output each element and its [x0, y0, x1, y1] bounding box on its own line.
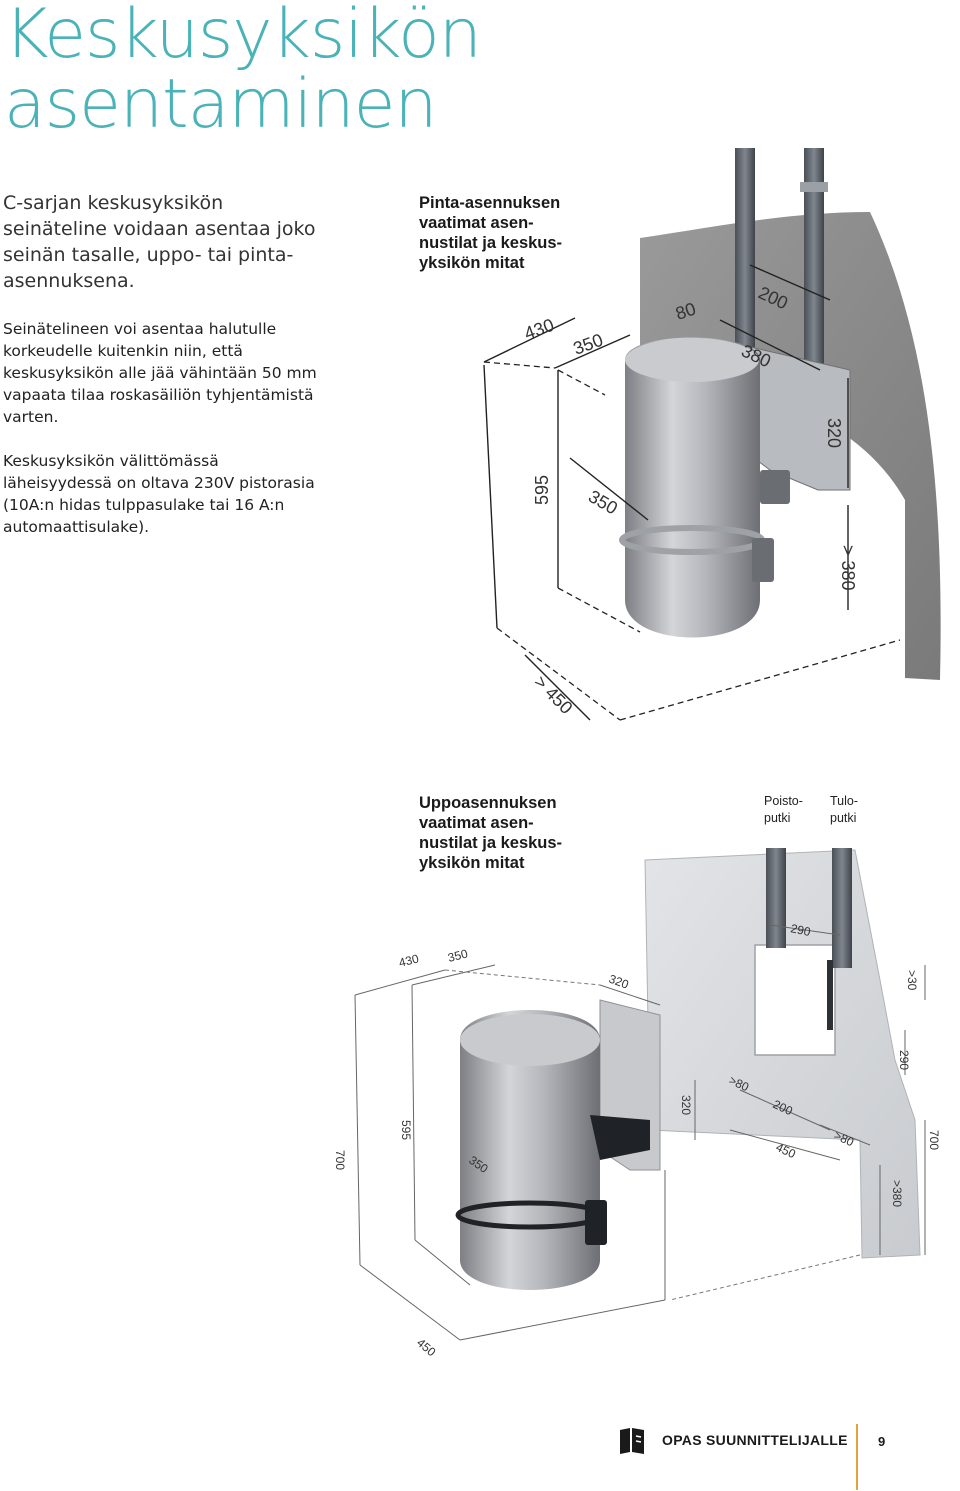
book-logo-icon	[620, 1428, 644, 1454]
rec-dim-595: 595	[399, 1120, 413, 1140]
rec-dash-2	[669, 1254, 861, 1301]
rec-outer-left	[354, 994, 361, 1266]
intake-pipe-label: Tulo- putki	[830, 793, 858, 827]
rec-dim-290-side: 290	[897, 1050, 911, 1070]
intro-paragraph: C-sarjan keskusyksikön seinäteline voida…	[3, 192, 316, 292]
exhaust-pipe-label-line: Poisto-	[764, 794, 803, 808]
recessed-install-figure: 430 350 320 290 >30 290 >80 320 200 >80 …	[333, 848, 941, 1359]
dim-430: 430	[522, 315, 557, 344]
dash-floor-left	[496, 627, 621, 721]
rec-top-350	[411, 964, 496, 986]
dim-line-outer	[483, 364, 498, 629]
dim-350-side: 350	[585, 486, 621, 518]
dim-line-380	[719, 319, 821, 371]
rec-inner-floor	[414, 1239, 471, 1286]
dash-mid-2	[557, 369, 606, 396]
rec-200	[739, 1089, 831, 1131]
surface-caption-line: vaatimat asen-	[419, 214, 534, 232]
recessed-cylinder-body	[460, 1010, 600, 1290]
dim-line-200	[749, 264, 831, 301]
recessed-caption-line: yksikön mitat	[419, 854, 525, 872]
rec-dim-450-mid: 450	[774, 1140, 798, 1161]
rec-450	[729, 1129, 841, 1161]
footer-accent-rule	[856, 1424, 858, 1490]
recessed-cylinder-top	[460, 1014, 600, 1066]
dim-line-350-side	[569, 457, 649, 521]
page-number: 9	[878, 1434, 886, 1449]
dim-line-430	[483, 317, 576, 363]
rec-dim-430: 430	[397, 951, 420, 970]
pipe-collar	[800, 182, 828, 192]
dim-gt380: > 380	[838, 545, 858, 591]
page-title: Keskusyksikön asentaminen	[4, 0, 482, 144]
pipe-left	[735, 148, 755, 378]
rec-floor	[359, 1264, 461, 1341]
rec-290-top	[769, 924, 841, 936]
rec-dim-290-top: 290	[789, 921, 812, 939]
rec-dim-350-top: 350	[446, 946, 469, 965]
surface-install-figure: 430 350 80 200 380 320 595 350 > 380 > 4…	[483, 148, 941, 721]
recessed-clamp	[590, 1115, 650, 1160]
paragraph-height: Seinätelineen voi asentaa halutulle kork…	[3, 320, 317, 426]
intake-pipe	[832, 848, 852, 968]
page-title-line2: asentaminen	[4, 65, 438, 144]
intake-pipe-label-line: putki	[830, 811, 857, 825]
rec-dim-450-bottom: 450	[414, 1336, 439, 1360]
exhaust-pipe-label: Poisto- putki	[764, 793, 803, 827]
recessed-caption-line: vaatimat asen-	[419, 814, 534, 832]
recessed-install-caption: Uppoasennuksen vaatimat asen- nustilat j…	[419, 793, 562, 873]
surface-caption-line: yksikön mitat	[419, 254, 525, 272]
footer-guide-label: OPAS SUUNNITTELIJALLE	[662, 1432, 848, 1448]
recessed-pipe-inner	[827, 960, 833, 1030]
paragraph-power-outlet: Keskusyksikön välittömässä läheisyydessä…	[3, 452, 315, 536]
dim-320: 320	[824, 418, 844, 448]
rec-gt80-b	[819, 1124, 871, 1146]
cylinder-body	[625, 337, 760, 638]
rec-dash-1	[444, 969, 601, 986]
rec-320	[599, 984, 661, 1006]
recessed-caption-line: nustilat ja keskus-	[419, 834, 563, 852]
rec-dim-gt380: >380	[890, 1180, 904, 1207]
surface-caption-line: Pinta-asennuksen	[419, 194, 561, 212]
surface-install-caption: Pinta-asennuksen vaatimat asen- nustilat…	[419, 193, 562, 273]
rec-top-430	[354, 969, 446, 996]
rec-dim-700-right: 700	[927, 1130, 941, 1150]
rec-inner-left	[411, 984, 416, 1241]
surface-caption-line: nustilat ja keskus-	[419, 234, 563, 252]
dim-line-350-top	[554, 334, 631, 369]
recess-opening	[754, 944, 836, 1056]
rec-dim-320-mid: 320	[679, 1095, 693, 1115]
intake-pipe-label-line: Tulo-	[830, 794, 859, 808]
exhaust-pipe-label-line: putki	[764, 811, 791, 825]
rec-dim-320-top: 320	[607, 972, 631, 992]
wall-panel	[640, 212, 941, 680]
dash-mid	[557, 587, 641, 633]
bracket-clamp	[760, 470, 790, 504]
dim-gt450: > 450	[530, 672, 576, 718]
rec-dim-gt30: >30	[905, 970, 919, 991]
recessed-band-clamp	[585, 1200, 607, 1245]
dim-595: 595	[532, 475, 552, 505]
rec-dim-700-left: 700	[333, 1150, 347, 1170]
band-clamp	[752, 538, 774, 582]
dash-top-left	[483, 361, 556, 369]
exhaust-pipe	[766, 848, 786, 948]
page-title-line1: Keskusyksikön	[4, 0, 482, 74]
pipe-right	[804, 148, 824, 378]
cylinder-top	[625, 338, 759, 382]
dim-line-gt450	[524, 654, 591, 721]
recessed-caption-line: Uppoasennuksen	[419, 794, 557, 812]
dim-350-top: 350	[571, 330, 606, 359]
dash-floor-right	[619, 639, 901, 721]
rec-floor-right	[459, 1299, 666, 1341]
